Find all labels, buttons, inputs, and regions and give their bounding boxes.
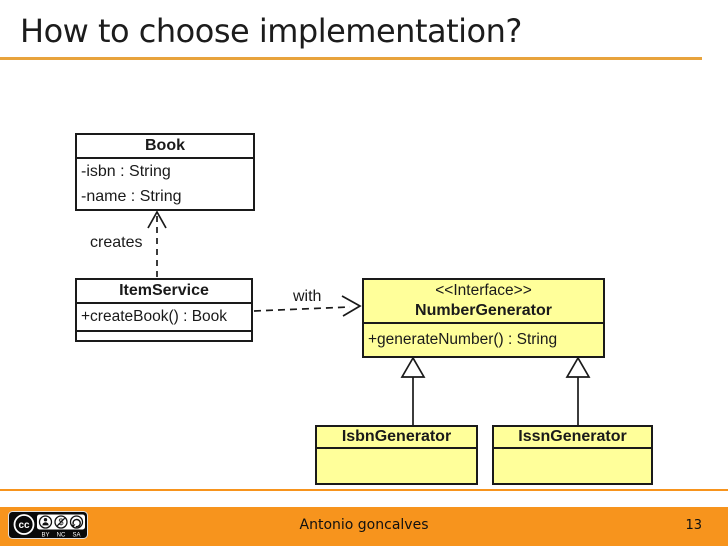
class-attribute: -isbn : String — [81, 162, 171, 180]
class-name: IsbnGenerator — [317, 427, 476, 449]
uml-class-issngenerator: IssnGenerator — [492, 425, 653, 485]
page-number: 13 — [685, 518, 702, 533]
uml-class-itemservice: ItemService +createBook() : Book — [75, 278, 253, 342]
dependency-arrow-creates — [147, 210, 167, 277]
class-name: NumberGenerator — [415, 301, 552, 319]
interface-stereotype: <<Interface>> — [435, 282, 532, 300]
class-name: ItemService — [77, 280, 251, 304]
cc-nc-label: NC — [57, 533, 66, 539]
interface-header: <<Interface>> NumberGenerator — [364, 280, 603, 324]
footer-author: Antonio goncalves — [299, 517, 429, 533]
svg-text:cc: cc — [18, 520, 30, 531]
footer-bar — [0, 507, 728, 546]
cc-by-label: BY — [41, 533, 49, 539]
cc-by-icon — [38, 515, 53, 529]
uml-class-isbngenerator: IsbnGenerator — [315, 425, 478, 485]
footer-divider-line — [0, 489, 728, 491]
uml-interface-numbergenerator: <<Interface>> NumberGenerator +generateN… — [362, 278, 605, 358]
uml-class-book: Book -isbn : String -name : String — [75, 133, 255, 211]
generalization-arrow-issn — [565, 356, 591, 425]
class-name: Book — [77, 135, 253, 159]
generalization-arrow-isbn — [400, 356, 426, 425]
page-title: How to choose implementation? — [20, 12, 522, 50]
edge-label-creates: creates — [88, 234, 145, 252]
class-operation: +createBook() : Book — [77, 304, 251, 332]
class-attribute: -name : String — [81, 187, 182, 205]
cc-sa-label: SA — [72, 533, 80, 539]
title-underline — [0, 57, 702, 60]
cc-license-badge: cc $ BY NC SA — [8, 511, 88, 539]
cc-nc-icon: $ — [54, 515, 68, 529]
cc-sa-icon — [69, 515, 84, 529]
cc-logo-icon: cc — [13, 514, 35, 535]
class-name: IssnGenerator — [494, 427, 651, 449]
edge-label-with: with — [291, 288, 324, 306]
class-operation: +generateNumber() : String — [368, 331, 558, 349]
